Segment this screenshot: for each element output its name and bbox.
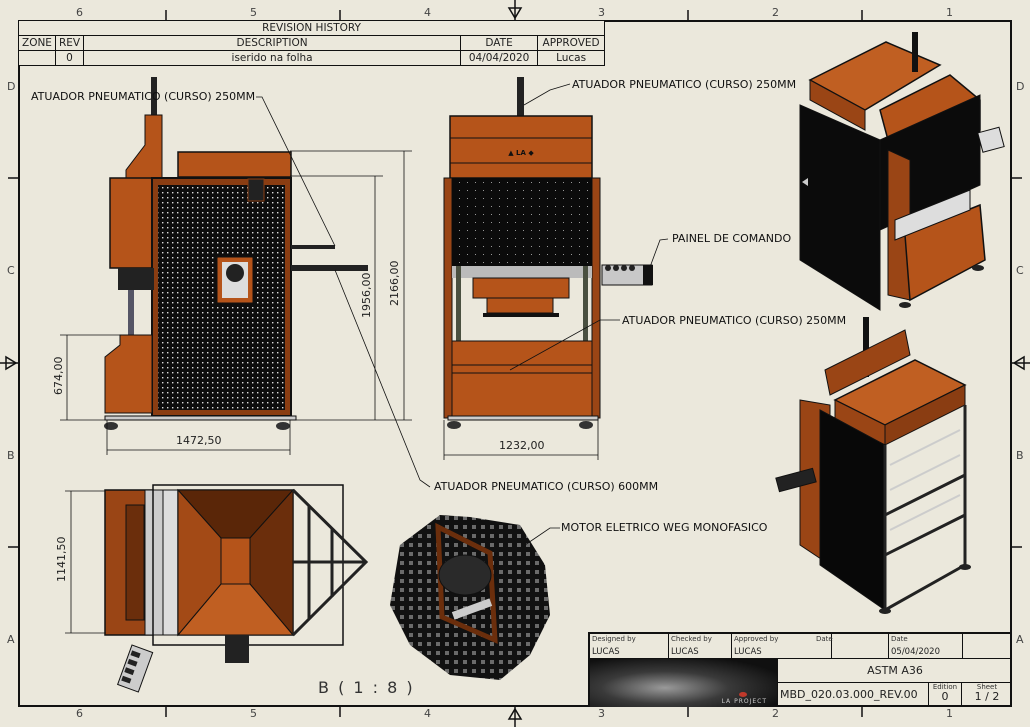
- front-view-dimension-lines: [443, 83, 669, 460]
- zone-number-top: 2: [772, 6, 779, 19]
- rev-approved: Lucas: [537, 50, 606, 66]
- approved-by-label: Approved by: [734, 635, 779, 643]
- designed-by-cell: Designed by LUCAS: [590, 634, 669, 659]
- designed-by-label: Designed by: [592, 635, 636, 643]
- zone-letter-right: D: [1016, 80, 1025, 93]
- checked-by-cell: Checked by LUCAS: [669, 634, 732, 659]
- drawing-number-cell: MBD_020.03.000_REV.00: [778, 683, 929, 707]
- callout-control-panel: PAINEL DE COMANDO: [672, 232, 792, 245]
- zone-number-bottom: 3: [598, 707, 605, 720]
- zone-number-top: 5: [250, 6, 257, 19]
- approved-date-label: Date: [816, 635, 833, 643]
- logo-text: LA PROJECT: [721, 698, 767, 705]
- date-value: 05/04/2020: [891, 647, 940, 657]
- rev-description: iserido na folha: [83, 50, 462, 66]
- detail-view-motor: [390, 515, 550, 680]
- detail-view-label: B ( 1 : 8 ): [318, 678, 415, 697]
- blank-cell: [832, 634, 889, 659]
- top-view-dimension-lines: [65, 490, 105, 634]
- zone-number-bottom: 5: [250, 707, 257, 720]
- zone-letter-left: D: [7, 80, 16, 93]
- dimension-1232: 1232,00: [499, 439, 545, 452]
- isometric-view-rear: [775, 317, 971, 614]
- revision-history-table: REVISION HISTORY ZONE REV DESCRIPTION DA…: [17, 20, 606, 66]
- zone-number-bottom: 2: [772, 707, 779, 720]
- approved-by-value: LUCAS: [734, 647, 762, 657]
- zone-number-bottom: 6: [76, 707, 83, 720]
- zone-letter-right: C: [1016, 264, 1024, 277]
- rev-number: 0: [54, 50, 85, 66]
- designed-by-value: LUCAS: [592, 647, 620, 657]
- checked-by-label: Checked by: [671, 635, 712, 643]
- top-view: [104, 484, 369, 693]
- zone-number-top: 4: [424, 6, 431, 19]
- side-view-dimension-lines: [60, 96, 431, 488]
- zone-letter-left: C: [7, 264, 15, 277]
- zone-letter-left: B: [7, 449, 15, 462]
- edition-value: 0: [941, 690, 949, 703]
- sheet-cell: Sheet 1 / 2: [962, 683, 1012, 707]
- callout-motor: MOTOR ELETRICO WEG MONOFASICO: [561, 521, 768, 534]
- motor-leader: [524, 527, 560, 546]
- edition-label: Edition: [932, 683, 958, 691]
- rev-header-approved: APPROVED: [537, 35, 606, 51]
- front-view: ▲ LA ◆: [443, 77, 653, 429]
- revision-row: 0 iserido na folha 04/04/2020 Lucas: [18, 50, 606, 66]
- zone-number-top: 6: [76, 6, 83, 19]
- zone-letter-right: A: [1016, 633, 1024, 646]
- callout-front-actuator-top: ATUADOR PNEUMATICO (CURSO) 250MM: [572, 78, 797, 91]
- rev-date: 04/04/2020: [460, 50, 539, 66]
- isometric-view-front: [799, 32, 1005, 311]
- zone-number-top: 3: [598, 6, 605, 19]
- side-view: [104, 77, 368, 430]
- dimension-1472: 1472,50: [176, 434, 222, 447]
- zone-letter-left: A: [7, 633, 15, 646]
- title-block: Designed by LUCAS Checked by LUCAS Appro…: [588, 632, 1012, 707]
- checked-by-value: LUCAS: [671, 647, 699, 657]
- revision-history-title: REVISION HISTORY: [17, 20, 606, 36]
- company-logo: LA PROJECT: [590, 659, 778, 707]
- date-label: Date: [891, 635, 908, 643]
- material-cell: ASTM A36: [778, 659, 1012, 683]
- dimension-1141: 1141,50: [55, 536, 68, 583]
- zone-number-top: 1: [946, 6, 953, 19]
- blank-cell-right: [963, 634, 1012, 659]
- logo-mark-icon: [739, 692, 747, 697]
- edition-cell: Edition 0: [929, 683, 962, 707]
- callout-actuator-600: ATUADOR PNEUMATICO (CURSO) 600MM: [434, 480, 659, 493]
- sheet-label: Sheet: [976, 683, 998, 691]
- material-value: ASTM A36: [867, 664, 923, 677]
- zone-letter-right: B: [1016, 449, 1024, 462]
- sheet-value: 1 / 2: [974, 690, 1000, 703]
- approved-by-cell: Approved by Date LUCAS: [732, 634, 833, 659]
- drawing-number: MBD_020.03.000_REV.00: [780, 688, 918, 701]
- callout-front-actuator-mid: ATUADOR PNEUMATICO (CURSO) 250MM: [622, 314, 847, 327]
- callout-side-actuator: ATUADOR PNEUMATICO (CURSO) 250MM: [31, 90, 256, 103]
- zone-number-bottom: 4: [424, 707, 431, 720]
- date-cell: Date 05/04/2020: [889, 634, 963, 659]
- zone-number-bottom: 1: [946, 707, 953, 720]
- logo-mark: ▲ LA ◆: [508, 149, 534, 157]
